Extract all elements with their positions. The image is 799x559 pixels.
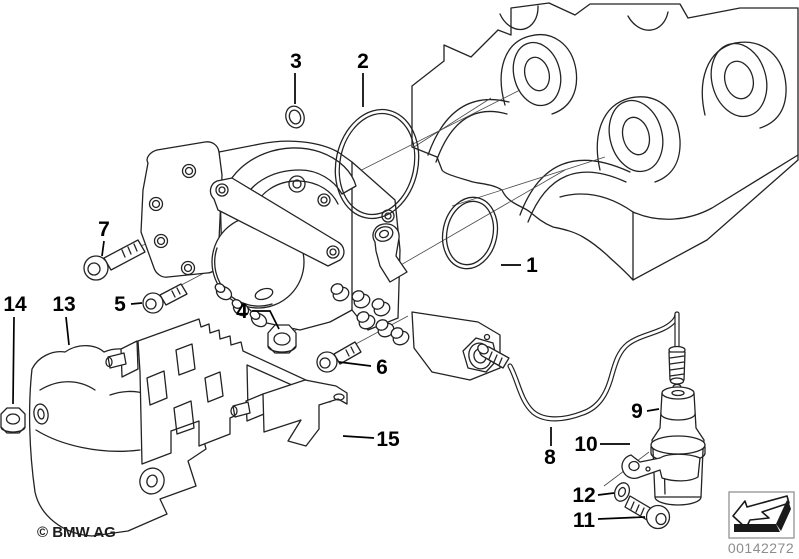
callout-6-label[interactable]: 6 [376, 356, 388, 379]
callout-2-label[interactable]: 2 [357, 50, 369, 73]
callout-3[interactable]: 3 [290, 50, 302, 104]
callout-5[interactable]: 5 [114, 293, 143, 316]
oring-1 [441, 196, 499, 270]
callout-5-label[interactable]: 5 [114, 293, 126, 316]
callout-1-label[interactable]: 1 [526, 254, 538, 277]
oring-3 [285, 105, 305, 129]
document-number: 00142272 [728, 540, 794, 556]
bolt-6 [316, 341, 362, 373]
callout-12-label[interactable]: 12 [572, 484, 595, 507]
nut-4 [267, 324, 297, 354]
callout-11-label[interactable]: 11 [573, 509, 596, 532]
washer-12 [613, 482, 631, 502]
copyright-text: © BMW AG [37, 524, 116, 541]
callout-9-label[interactable]: 9 [631, 400, 643, 423]
callout-12[interactable]: 12 [572, 484, 615, 507]
callout-2[interactable]: 2 [357, 50, 369, 107]
callout-1[interactable]: 1 [501, 254, 538, 277]
callout-4[interactable]: 4 [236, 300, 280, 330]
callout-4-label[interactable]: 4 [236, 300, 248, 323]
callouts: 1 2 3 4 5 6 7 8 [3, 50, 660, 532]
callout-10[interactable]: 10 [574, 433, 630, 456]
oring-2 [334, 108, 420, 220]
callout-14-label[interactable]: 14 [3, 293, 27, 316]
callout-3-label[interactable]: 3 [290, 50, 302, 73]
bolt-5 [142, 283, 188, 314]
direction-arrow-icon [732, 495, 791, 532]
pressure-accumulator-9 [650, 386, 706, 506]
engine-block [411, 2, 799, 281]
callout-15-label[interactable]: 15 [376, 428, 400, 451]
callout-13-label[interactable]: 13 [52, 293, 75, 316]
callout-10-label[interactable]: 10 [574, 433, 597, 456]
bolt-7 [83, 239, 146, 281]
callout-7[interactable]: 7 [98, 218, 110, 257]
bolt-11 [624, 495, 671, 530]
callout-14[interactable]: 14 [3, 293, 27, 405]
nut-14 [0, 407, 26, 434]
callout-13[interactable]: 13 [52, 293, 76, 346]
callout-8[interactable]: 8 [544, 427, 556, 469]
vanos-pump-unit [140, 140, 501, 381]
callout-9[interactable]: 9 [631, 400, 660, 423]
callout-15[interactable]: 15 [342, 428, 400, 451]
support-bracket-15 [230, 379, 348, 447]
pressure-pipe-8 [477, 311, 686, 422]
holder-bracket-10 [621, 453, 701, 482]
nav-arrow-button[interactable] [728, 491, 795, 539]
solenoid-valves [330, 283, 410, 346]
callout-8-label[interactable]: 8 [544, 446, 556, 469]
callout-7-label[interactable]: 7 [98, 218, 110, 241]
callout-6[interactable]: 6 [338, 356, 388, 379]
callout-11[interactable]: 11 [573, 509, 646, 532]
